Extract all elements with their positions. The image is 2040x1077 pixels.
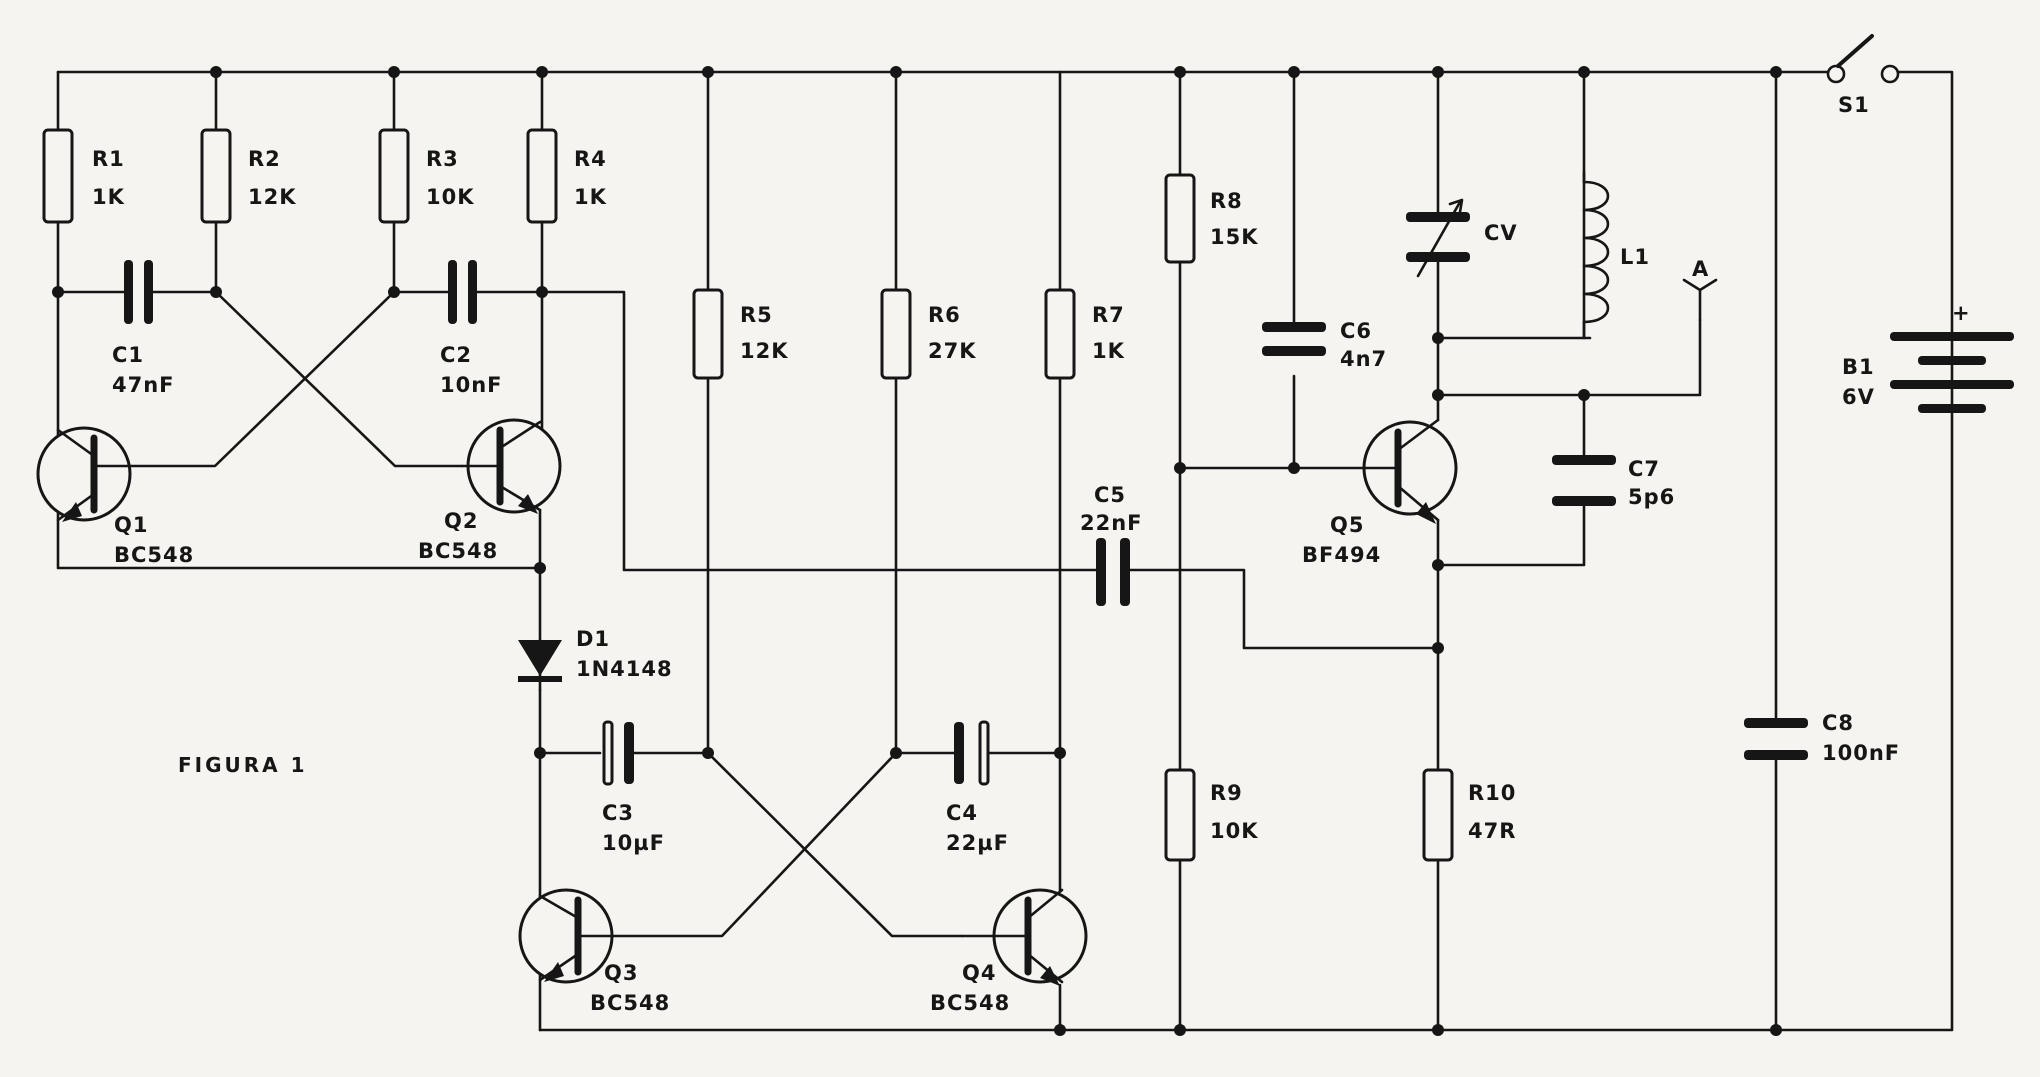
q5-part: BF494 <box>1302 543 1381 567</box>
r6-ref: R6 <box>928 303 961 327</box>
resistor-r7: R7 1K <box>1044 288 1125 380</box>
b1-ref: B1 <box>1842 355 1875 379</box>
transistor-q4: Q4 BC548 <box>930 888 1088 1015</box>
q5-ref: Q5 <box>1330 513 1364 537</box>
capacitor-c3: C3 10µF <box>602 720 665 855</box>
c2-ref: C2 <box>440 343 472 367</box>
r3-value: 10K <box>426 185 475 209</box>
resistor-r10: R10 47R <box>1422 768 1516 862</box>
q4-ref: Q4 <box>962 961 996 985</box>
q3-ref: Q3 <box>604 961 638 985</box>
inductor-l1: L1 <box>1582 170 1650 340</box>
q2-ref: Q2 <box>444 509 478 533</box>
c8-value: 100nF <box>1822 741 1900 765</box>
wiring <box>56 70 1954 1032</box>
resistor-r1: R1 1K <box>42 128 125 224</box>
r9-ref: R9 <box>1210 781 1243 805</box>
r9-value: 10K <box>1210 819 1259 843</box>
cv-ref: CV <box>1484 221 1518 245</box>
resistor-r4: R4 1K <box>526 128 607 224</box>
s1-ref: S1 <box>1838 93 1870 117</box>
r8-value: 15K <box>1210 225 1259 249</box>
c6-ref: C6 <box>1340 319 1372 343</box>
q1-ref: Q1 <box>114 513 148 537</box>
capacitor-c4: C4 22µF <box>946 720 1009 855</box>
c5-ref: C5 <box>1094 483 1126 507</box>
r1-ref: R1 <box>92 147 125 171</box>
transistor-q2: Q2 BC548 <box>418 418 562 563</box>
c1-value: 47nF <box>112 373 175 397</box>
resistor-r8: R8 15K <box>1164 173 1259 264</box>
r4-ref: R4 <box>574 147 607 171</box>
q2-part: BC548 <box>418 539 498 563</box>
c3-ref: C3 <box>602 801 634 825</box>
r2-value: 12K <box>248 185 297 209</box>
r7-value: 1K <box>1092 339 1125 363</box>
c4-ref: C4 <box>946 801 978 825</box>
capacitor-c8: C8 100nF <box>1744 711 1900 765</box>
d1-ref: D1 <box>576 627 610 651</box>
junction-dots <box>52 66 1782 1036</box>
c6-value: 4n7 <box>1340 347 1387 371</box>
d1-part: 1N4148 <box>576 657 673 681</box>
r6-value: 27K <box>928 339 977 363</box>
c3-value: 10µF <box>602 831 665 855</box>
q1-part: BC548 <box>114 543 194 567</box>
l1-ref: L1 <box>1620 245 1650 269</box>
switch-s1: S1 <box>1826 34 1900 117</box>
c2-value: 10nF <box>440 373 503 397</box>
c7-ref: C7 <box>1628 457 1660 481</box>
capacitor-c1: C1 47nF <box>112 260 175 397</box>
c4-value: 22µF <box>946 831 1009 855</box>
q4-part: BC548 <box>930 991 1010 1015</box>
r5-ref: R5 <box>740 303 773 327</box>
r7-ref: R7 <box>1092 303 1125 327</box>
antenna-ref: A <box>1692 257 1709 281</box>
r1-value: 1K <box>92 185 125 209</box>
r3-ref: R3 <box>426 147 459 171</box>
q3-part: BC548 <box>590 991 670 1015</box>
r4-value: 1K <box>574 185 607 209</box>
r10-ref: R10 <box>1468 781 1516 805</box>
capacitor-c6: C6 4n7 <box>1262 319 1387 371</box>
r5-value: 12K <box>740 339 789 363</box>
transistor-q1: Q1 BC548 <box>36 426 194 567</box>
capacitor-c7: C7 5p6 <box>1552 455 1675 509</box>
c1-ref: C1 <box>112 343 144 367</box>
battery-b1: + B1 6V <box>1842 301 2014 413</box>
r10-value: 47R <box>1468 819 1516 843</box>
r8-ref: R8 <box>1210 189 1243 213</box>
capacitor-c5: C5 22nF <box>1080 483 1143 606</box>
r2-ref: R2 <box>248 147 281 171</box>
resistor-r5: R5 12K <box>692 288 789 380</box>
antenna: A <box>1682 257 1718 322</box>
b1-value: 6V <box>1842 385 1875 409</box>
figure-label: FIGURA 1 <box>178 753 308 777</box>
resistor-r3: R3 10K <box>378 128 475 224</box>
transistor-q3: Q3 BC548 <box>518 888 670 1015</box>
diode-d1: D1 1N4148 <box>518 627 673 692</box>
resistor-r2: R2 12K <box>200 128 297 224</box>
resistor-r9: R9 10K <box>1164 768 1259 862</box>
c7-value: 5p6 <box>1628 485 1675 509</box>
resistor-r6: R6 27K <box>880 288 977 380</box>
variable-capacitor-cv: CV <box>1406 198 1518 278</box>
transistor-q5: Q5 BF494 <box>1296 418 1458 567</box>
c5-value: 22nF <box>1080 511 1143 535</box>
c8-ref: C8 <box>1822 711 1854 735</box>
capacitor-c2: C2 10nF <box>440 260 503 397</box>
b1-polarity: + <box>1952 301 1971 325</box>
